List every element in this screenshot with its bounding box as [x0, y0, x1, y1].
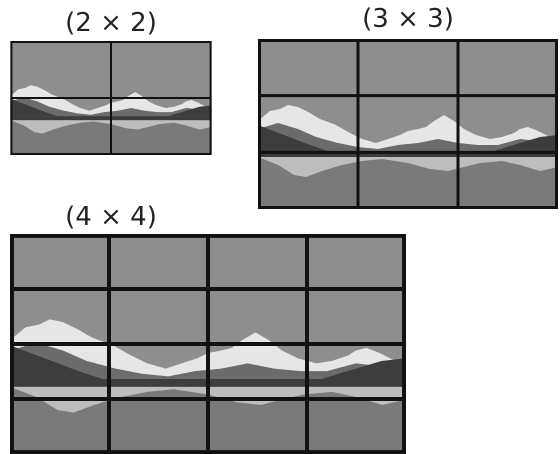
right-shore [168, 105, 212, 117]
grid-border [10, 234, 406, 454]
grid-lines [10, 41, 212, 155]
left-shore [258, 125, 328, 151]
snowy-mountains [10, 85, 212, 117]
grid-lines [258, 39, 558, 209]
grid-panel-3x3 [258, 39, 558, 209]
grid-lines [10, 234, 406, 454]
reflection [10, 120, 212, 134]
right-shore [321, 358, 406, 379]
panel-label-2x2: (2 × 2) [65, 8, 157, 38]
grid-border [258, 39, 558, 209]
grid-panel-2x2 [10, 41, 212, 155]
mountain-shadows [10, 97, 212, 117]
panel-label-4x4: (4 × 4) [65, 202, 157, 232]
left-shore [10, 98, 58, 117]
left-shore [10, 345, 103, 379]
panel-label-3x3: (3 × 3) [362, 4, 454, 34]
reflection [258, 157, 558, 177]
snowy-mountains [258, 105, 558, 151]
landscape-image [258, 39, 558, 209]
grid-panel-4x4 [10, 234, 406, 454]
grid-border [10, 41, 212, 155]
right-shore [494, 135, 558, 151]
mountain-shadows [258, 123, 558, 151]
